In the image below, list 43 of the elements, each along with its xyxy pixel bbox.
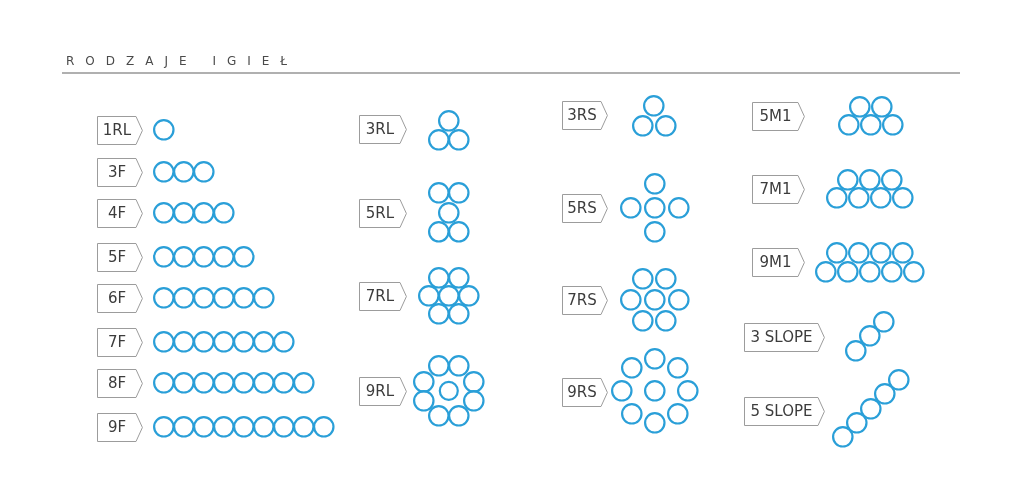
label-tag xyxy=(97,242,143,272)
needle-code: 3RS xyxy=(567,106,597,124)
label-tag xyxy=(562,285,608,315)
label-tag xyxy=(97,198,143,228)
needle-code: 5M1 xyxy=(759,107,792,125)
needle-code: 5RS xyxy=(567,199,597,217)
label-tag xyxy=(97,412,143,442)
label-tag xyxy=(752,174,805,204)
label-tag xyxy=(744,322,825,352)
needle-code: 9M1 xyxy=(759,253,792,271)
needle-code: 8F xyxy=(107,374,127,392)
needle-code: 9F xyxy=(107,418,127,436)
needle-code: 7RL xyxy=(365,287,395,305)
section-title: RODZAJE IGIEŁ xyxy=(66,54,299,69)
label-tag xyxy=(97,368,143,398)
label-tag xyxy=(562,100,608,130)
label-tag xyxy=(359,376,407,406)
label-tag xyxy=(97,283,143,313)
label-tag xyxy=(97,115,143,145)
label-tag xyxy=(97,157,143,187)
label-tag xyxy=(562,377,608,407)
needle-code: 5 SLOPE xyxy=(750,402,813,420)
needle-code: 9RL xyxy=(365,382,395,400)
needle-code: 7RS xyxy=(567,291,597,309)
needle-code: 3 SLOPE xyxy=(750,328,813,346)
needle-code: 1RL xyxy=(102,121,132,139)
label-tag xyxy=(744,396,825,426)
needle-code: 5RL xyxy=(365,204,395,222)
label-tag xyxy=(752,247,805,277)
needle-code: 3RL xyxy=(365,120,395,138)
needle-code: 6F xyxy=(107,289,127,307)
needle-code: 9RS xyxy=(567,383,597,401)
label-tag xyxy=(359,198,407,228)
needle-code: 7F xyxy=(107,333,127,351)
label-tag xyxy=(752,101,805,131)
label-tag xyxy=(562,193,608,223)
needle-code: 5F xyxy=(107,248,127,266)
needle-code: 3F xyxy=(107,163,127,181)
needle-code: 4F xyxy=(107,204,127,222)
label-tag xyxy=(359,114,407,144)
label-tag xyxy=(359,281,407,311)
needle-code: 7M1 xyxy=(759,180,792,198)
label-tag xyxy=(97,327,143,357)
